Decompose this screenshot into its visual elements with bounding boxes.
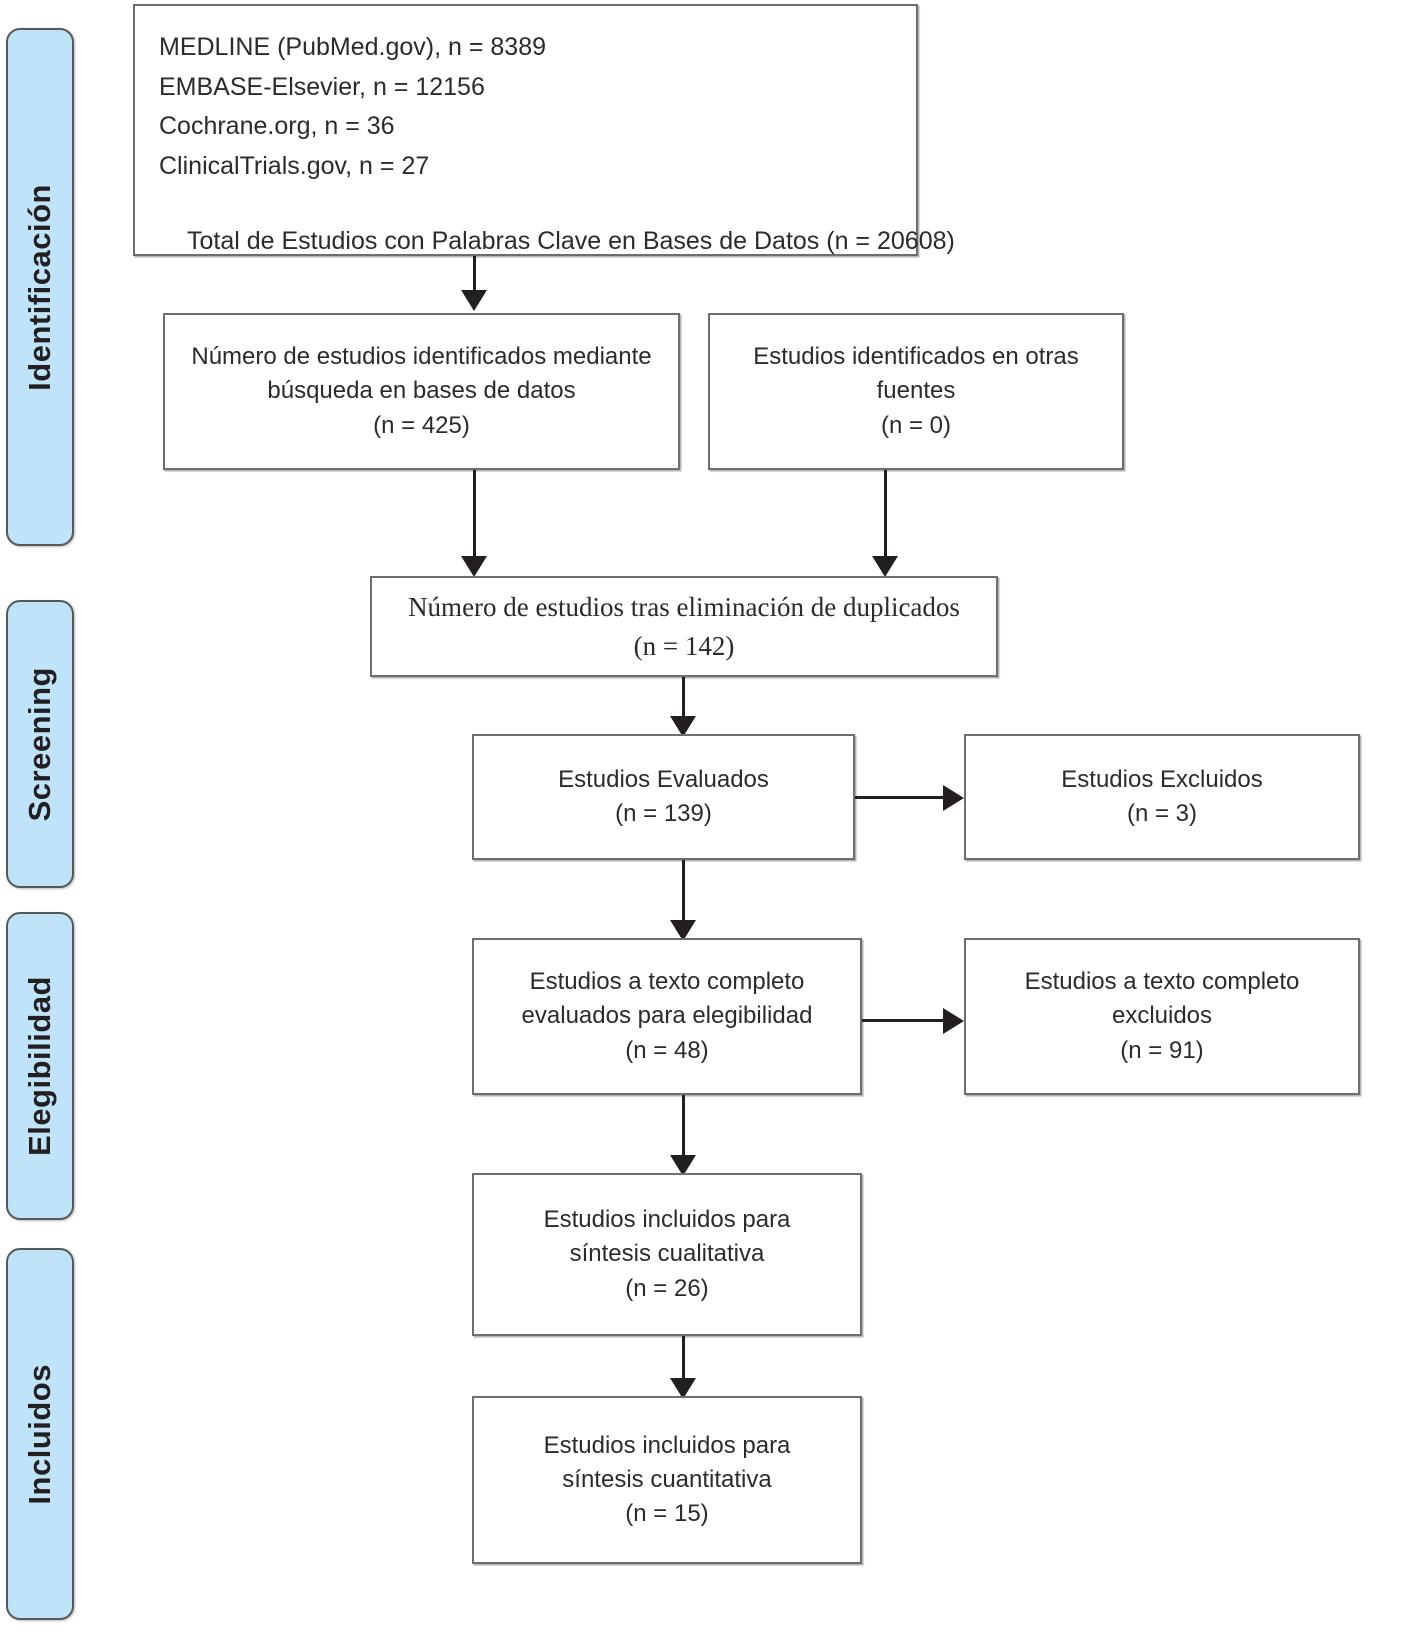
box-after-duplicates: Número de estudios tras eliminación de d… (370, 576, 998, 677)
connector-fulltext-to-excluded (862, 1019, 946, 1022)
connector-qualitative-to-quantitative (682, 1336, 685, 1398)
stage-label-incluidos: Incluidos (22, 1363, 57, 1505)
arrowhead-screened-to-fulltext (670, 920, 696, 941)
database-search-line-2: búsqueda en bases de datos (267, 377, 576, 405)
screened-count: (n = 139) (615, 800, 712, 827)
arrowhead-other-sources-to-dedup (872, 556, 898, 577)
arrowhead-fulltext-to-excluded (943, 1008, 964, 1034)
connector-dedup-to-screened (682, 677, 685, 737)
other-sources-count: (n = 0) (880, 411, 952, 439)
quantitative-line-2: síntesis cuantitativa (562, 1465, 772, 1493)
box-other-sources: Estudios identificados en otras fuentes … (708, 313, 1124, 470)
source-line-embase: EMBASE-Elsevier, n = 12156 (159, 72, 485, 101)
box-qualitative-synthesis: Estudios incluidos para síntesis cualita… (472, 1173, 862, 1336)
stage-bar-incluidos: Incluidos (6, 1248, 74, 1620)
screened-line-1: Estudios Evaluados (558, 765, 769, 793)
arrowhead-sources-to-database-search (461, 290, 487, 311)
database-search-line-1: Número de estudios identificados mediant… (191, 343, 652, 371)
screened-excluded-count: (n = 3) (1126, 800, 1198, 827)
other-sources-line-1: Estudios identificados en otras (753, 343, 1079, 371)
box-screened: Estudios Evaluados (n = 139) (472, 734, 855, 860)
source-line-total: Total de Estudios con Palabras Clave en … (187, 227, 955, 255)
box-sources: MEDLINE (PubMed.gov), n = 8389 EMBASE-El… (133, 4, 955, 256)
fulltext-excluded-line-2: excluidos (1111, 1002, 1213, 1030)
box-screened-excluded: Estudios Excluidos (n = 3) (964, 734, 1360, 860)
connector-screened-to-fulltext (682, 860, 685, 938)
quantitative-line-1: Estudios incluidos para (543, 1431, 791, 1459)
stage-label-screening: Screening (22, 666, 57, 822)
arrowhead-fulltext-to-qualitative (670, 1155, 696, 1176)
connector-screened-to-excluded (855, 796, 945, 799)
other-sources-line-2: fuentes (876, 377, 956, 405)
box-quantitative-synthesis: Estudios incluidos para síntesis cuantit… (472, 1396, 862, 1564)
box-database-search: Número de estudios identificados mediant… (163, 313, 680, 470)
fulltext-excluded-count: (n = 91) (1120, 1036, 1204, 1064)
connector-database-search-to-dedup (473, 470, 476, 570)
connector-sources-to-database-search (473, 256, 476, 304)
qualitative-count: (n = 26) (625, 1274, 709, 1302)
arrowhead-qualitative-to-quantitative (670, 1378, 696, 1399)
stage-bar-identificacion: Identificación (6, 28, 74, 546)
box-fulltext-assessed: Estudios a texto completo evaluados para… (472, 938, 862, 1095)
stage-bar-elegibilidad: Elegibilidad (6, 912, 74, 1220)
connector-fulltext-to-qualitative (682, 1095, 685, 1175)
after-duplicates-count: (n = 142) (633, 630, 735, 661)
screened-excluded-line-1: Estudios Excluidos (1061, 765, 1263, 793)
stage-label-identificacion: Identificación (22, 183, 57, 391)
fulltext-assessed-count: (n = 48) (625, 1036, 709, 1064)
database-search-count: (n = 425) (373, 411, 470, 439)
arrowhead-screened-to-excluded (943, 785, 964, 811)
arrowhead-dedup-to-screened (670, 716, 696, 737)
fulltext-assessed-line-2: evaluados para elegibilidad (521, 1002, 813, 1030)
qualitative-line-1: Estudios incluidos para (543, 1206, 791, 1234)
arrowhead-database-search-to-dedup (461, 556, 487, 577)
box-fulltext-excluded: Estudios a texto completo excluidos (n =… (964, 938, 1360, 1095)
connector-other-sources-to-dedup (884, 470, 887, 570)
source-line-medline: MEDLINE (PubMed.gov), n = 8389 (159, 33, 546, 61)
source-line-clinicaltrials: ClinicalTrials.gov, n = 27 (159, 151, 430, 180)
quantitative-count: (n = 15) (625, 1500, 709, 1528)
stage-label-elegibilidad: Elegibilidad (22, 976, 57, 1156)
stage-bar-screening: Screening (6, 600, 74, 888)
source-line-cochrane: Cochrane.org, n = 36 (159, 112, 395, 140)
fulltext-excluded-line-1: Estudios a texto completo (1024, 968, 1300, 996)
after-duplicates-line-1: Número de estudios tras eliminación de d… (408, 592, 960, 623)
fulltext-assessed-line-1: Estudios a texto completo (529, 968, 805, 996)
qualitative-line-2: síntesis cualitativa (569, 1240, 765, 1268)
